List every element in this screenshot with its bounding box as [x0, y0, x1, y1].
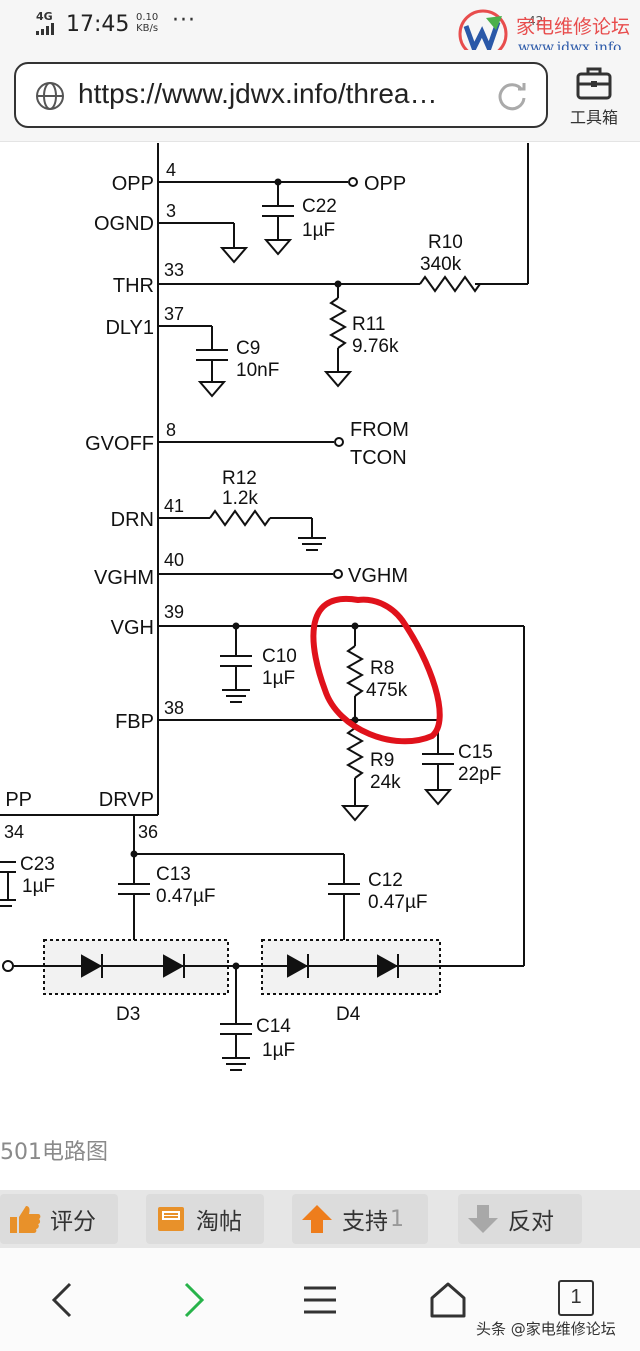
- browser-bottom-nav: 1 头条 @家电维修论坛: [0, 1248, 640, 1351]
- rate-label: 评分: [50, 1209, 96, 1235]
- r8-highlight-circle: [310, 595, 443, 745]
- c12-name: C12: [368, 870, 403, 891]
- pin-num-opp: 4: [166, 160, 176, 180]
- c9-value: 10nF: [236, 360, 279, 381]
- save-to-collection-button[interactable]: 淘帖: [146, 1194, 264, 1244]
- battery-level: 42: [528, 14, 544, 28]
- c14-value: 1µF: [262, 1040, 295, 1061]
- clock: 17:45: [66, 12, 130, 37]
- r11-name: R11: [352, 314, 385, 335]
- toolbox-icon: [576, 67, 612, 100]
- c13-name: C13: [156, 864, 191, 885]
- c12-value: 0.47µF: [368, 892, 428, 913]
- c14-name: C14: [256, 1016, 291, 1037]
- r8-value: 475k: [366, 680, 408, 701]
- schematic-image: OPP OGND THR DLY1 GVOFF DRN VGHM VGH FBP…: [0, 143, 640, 1098]
- pin-pp: PP: [5, 789, 32, 811]
- pin-drvp: DRVP: [99, 789, 154, 811]
- c9-name: C9: [236, 338, 260, 359]
- pin-num-gvoff: 8: [166, 420, 176, 440]
- toolbox-button[interactable]: 工具箱: [556, 64, 632, 134]
- forward-icon[interactable]: [172, 1280, 212, 1320]
- r10-name: R10: [428, 232, 463, 253]
- c13-value: 0.47µF: [156, 886, 216, 907]
- d4-name: D4: [336, 1004, 361, 1025]
- pin-fbp: FBP: [115, 711, 154, 733]
- pin-num-vghm: 40: [164, 550, 184, 570]
- home-icon[interactable]: [428, 1280, 468, 1320]
- pin-num-drn: 41: [164, 496, 184, 516]
- pin-num-dly1: 37: [164, 304, 184, 324]
- globe-icon: [36, 82, 64, 110]
- r9-value: 24k: [370, 772, 401, 793]
- r11-value: 9.76k: [352, 336, 399, 357]
- reload-icon[interactable]: [494, 78, 530, 114]
- c10-name: C10: [262, 646, 297, 667]
- address-bar[interactable]: https://www.jdwx.info/threa…: [14, 62, 548, 128]
- pin-num-thr: 33: [164, 260, 184, 280]
- arrow-up-icon: [302, 1205, 332, 1233]
- menu-icon[interactable]: [300, 1280, 340, 1320]
- save-to-collection-label: 淘帖: [196, 1209, 242, 1235]
- pin-ognd: OGND: [94, 213, 154, 235]
- pin-gvoff: GVOFF: [85, 433, 154, 455]
- pin-num-pp: 34: [4, 822, 24, 842]
- net-opp: OPP: [364, 173, 406, 195]
- pin-num-drvp: 36: [138, 822, 158, 842]
- watermark-bottom: 头条 @家电维修论坛: [476, 1320, 616, 1338]
- net-vghm: VGHM: [348, 565, 408, 587]
- pin-vghm: VGHM: [94, 567, 154, 589]
- pin-num-vgh: 39: [164, 602, 184, 622]
- pin-vgh: VGH: [111, 617, 154, 639]
- network-type: 4G: [36, 10, 53, 23]
- thumbs-up-icon: [10, 1206, 41, 1233]
- url-text: https://www.jdwx.info/threa…: [78, 78, 438, 109]
- r10-value: 340k: [420, 254, 462, 275]
- pin-num-ognd: 3: [166, 201, 176, 221]
- pin-opp: OPP: [112, 173, 154, 195]
- c23-value: 1µF: [22, 876, 55, 897]
- support-button[interactable]: 支持 1: [292, 1194, 428, 1244]
- post-action-bar: 评分 淘帖 支持 1 反对: [0, 1190, 640, 1248]
- c22-value: 1µF: [302, 220, 335, 241]
- status-bar: 4G 17:45 0.10 KB/s ··· 42: [0, 0, 640, 50]
- c23-name: C23: [20, 854, 55, 875]
- speed-unit: KB/s: [136, 23, 159, 34]
- c10-value: 1µF: [262, 668, 295, 689]
- pin-dly1: DLY1: [105, 317, 154, 339]
- pin-drn: DRN: [111, 509, 154, 531]
- oppose-label: 反对: [508, 1209, 554, 1235]
- c15-value: 22pF: [458, 764, 501, 785]
- c15-name: C15: [458, 742, 493, 763]
- r12-name: R12: [222, 468, 257, 489]
- network-speed: 0.10 KB/s: [136, 12, 158, 34]
- d3-name: D3: [116, 1004, 140, 1025]
- oppose-button[interactable]: 反对: [458, 1194, 582, 1244]
- r8-name: R8: [370, 658, 394, 679]
- pin-num-fbp: 38: [164, 698, 184, 718]
- signal-icon: [36, 23, 54, 35]
- rate-button[interactable]: 评分: [0, 1194, 118, 1244]
- tabs-button[interactable]: 1: [558, 1280, 598, 1320]
- support-label: 支持: [342, 1209, 388, 1235]
- speed-value: 0.10: [136, 12, 159, 23]
- toolbox-label: 工具箱: [569, 108, 618, 127]
- r12-value: 1.2k: [222, 488, 258, 509]
- schematic-drawing: OPP OGND THR DLY1 GVOFF DRN VGHM VGH FBP…: [0, 143, 529, 1071]
- more-notifications: ···: [172, 8, 196, 33]
- pin-thr: THR: [113, 275, 154, 297]
- image-caption: 501电路图: [0, 1140, 108, 1165]
- r9-name: R9: [370, 750, 394, 771]
- support-count: 1: [390, 1206, 404, 1232]
- tabs-count: 1: [558, 1280, 594, 1316]
- net-from: FROM: [350, 419, 409, 441]
- net-tcon: TCON: [350, 447, 407, 469]
- watermark-title: 家电维修论坛: [516, 16, 631, 38]
- tray-icon: [158, 1207, 184, 1231]
- browser-toolbar: https://www.jdwx.info/threa… 工具箱: [0, 50, 640, 142]
- arrow-down-icon: [468, 1205, 498, 1233]
- c22-name: C22: [302, 196, 337, 217]
- back-icon[interactable]: [44, 1280, 84, 1320]
